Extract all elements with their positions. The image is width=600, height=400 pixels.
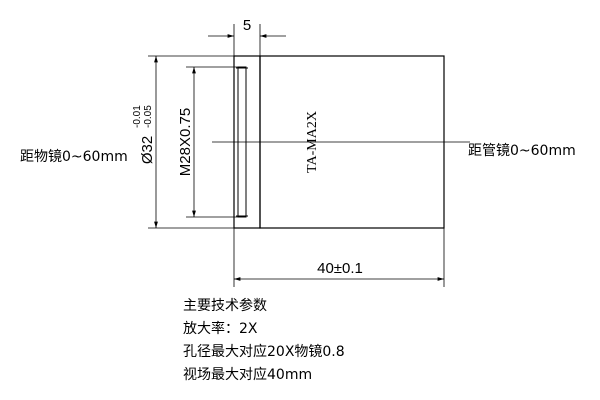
tolerance-lower: -0.05: [143, 105, 154, 128]
spec-line: 放大率：2X: [183, 321, 258, 337]
spec-heading: 主要技术参数: [183, 298, 267, 314]
dim-diameter-group: Ø32 -0.01 -0.05: [132, 105, 156, 164]
right-note: 距管镜0~60mm: [468, 143, 576, 159]
dim-thread-label: M28X0.75: [177, 108, 194, 176]
spec-block: 主要技术参数 放大率：2X 孔径最大对应20X物镜0.8 视场最大对应40mm: [183, 295, 345, 387]
dim-diameter-label: Ø32: [139, 136, 156, 164]
tolerance-upper: -0.01: [132, 105, 143, 128]
spec-line: 视场最大对应40mm: [183, 367, 313, 383]
dim-top-label: 5: [243, 17, 251, 34]
dim-bottom-label: 40±0.1: [317, 260, 363, 277]
left-note: 距物镜0~60mm: [20, 149, 128, 165]
part-label: TA-MA2X: [305, 111, 320, 173]
spec-line: 孔径最大对应20X物镜0.8: [183, 344, 345, 360]
